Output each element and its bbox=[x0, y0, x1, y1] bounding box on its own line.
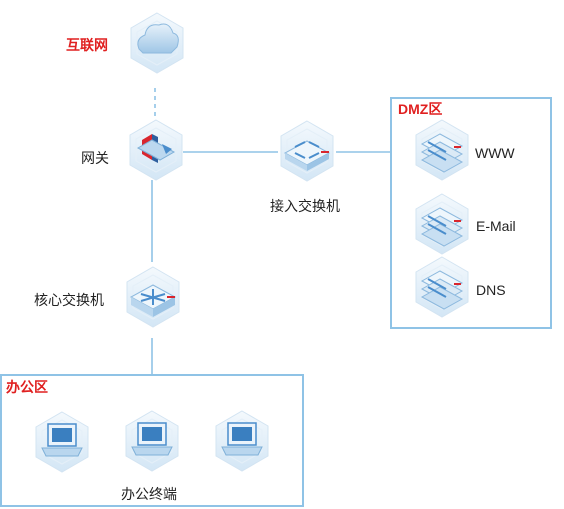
dmz-title: DMZ区 bbox=[398, 101, 443, 117]
www-label: WWW bbox=[475, 145, 515, 161]
cloud-icon bbox=[130, 12, 184, 74]
core-switch-icon bbox=[126, 266, 180, 328]
laptop-icon-2 bbox=[125, 410, 179, 472]
gateway-icon bbox=[129, 119, 183, 181]
links bbox=[151, 88, 390, 375]
office-title: 办公区 bbox=[6, 379, 48, 395]
access-switch-icon bbox=[280, 120, 334, 182]
office-terminal-label: 办公终端 bbox=[121, 486, 177, 502]
laptop-icon-3 bbox=[215, 410, 269, 472]
gateway-label: 网关 bbox=[81, 150, 109, 166]
dns-label: DNS bbox=[476, 282, 506, 298]
email-server-icon bbox=[415, 193, 469, 255]
core-switch-label: 核心交换机 bbox=[34, 292, 104, 308]
www-server-icon bbox=[415, 119, 469, 181]
email-label: E-Mail bbox=[476, 218, 516, 234]
dns-server-icon bbox=[415, 256, 469, 318]
laptop-icon-1 bbox=[35, 411, 89, 473]
internet-label: 互联网 bbox=[66, 37, 108, 53]
dmz-zone bbox=[390, 97, 552, 329]
access-switch-label: 接入交换机 bbox=[270, 198, 340, 214]
